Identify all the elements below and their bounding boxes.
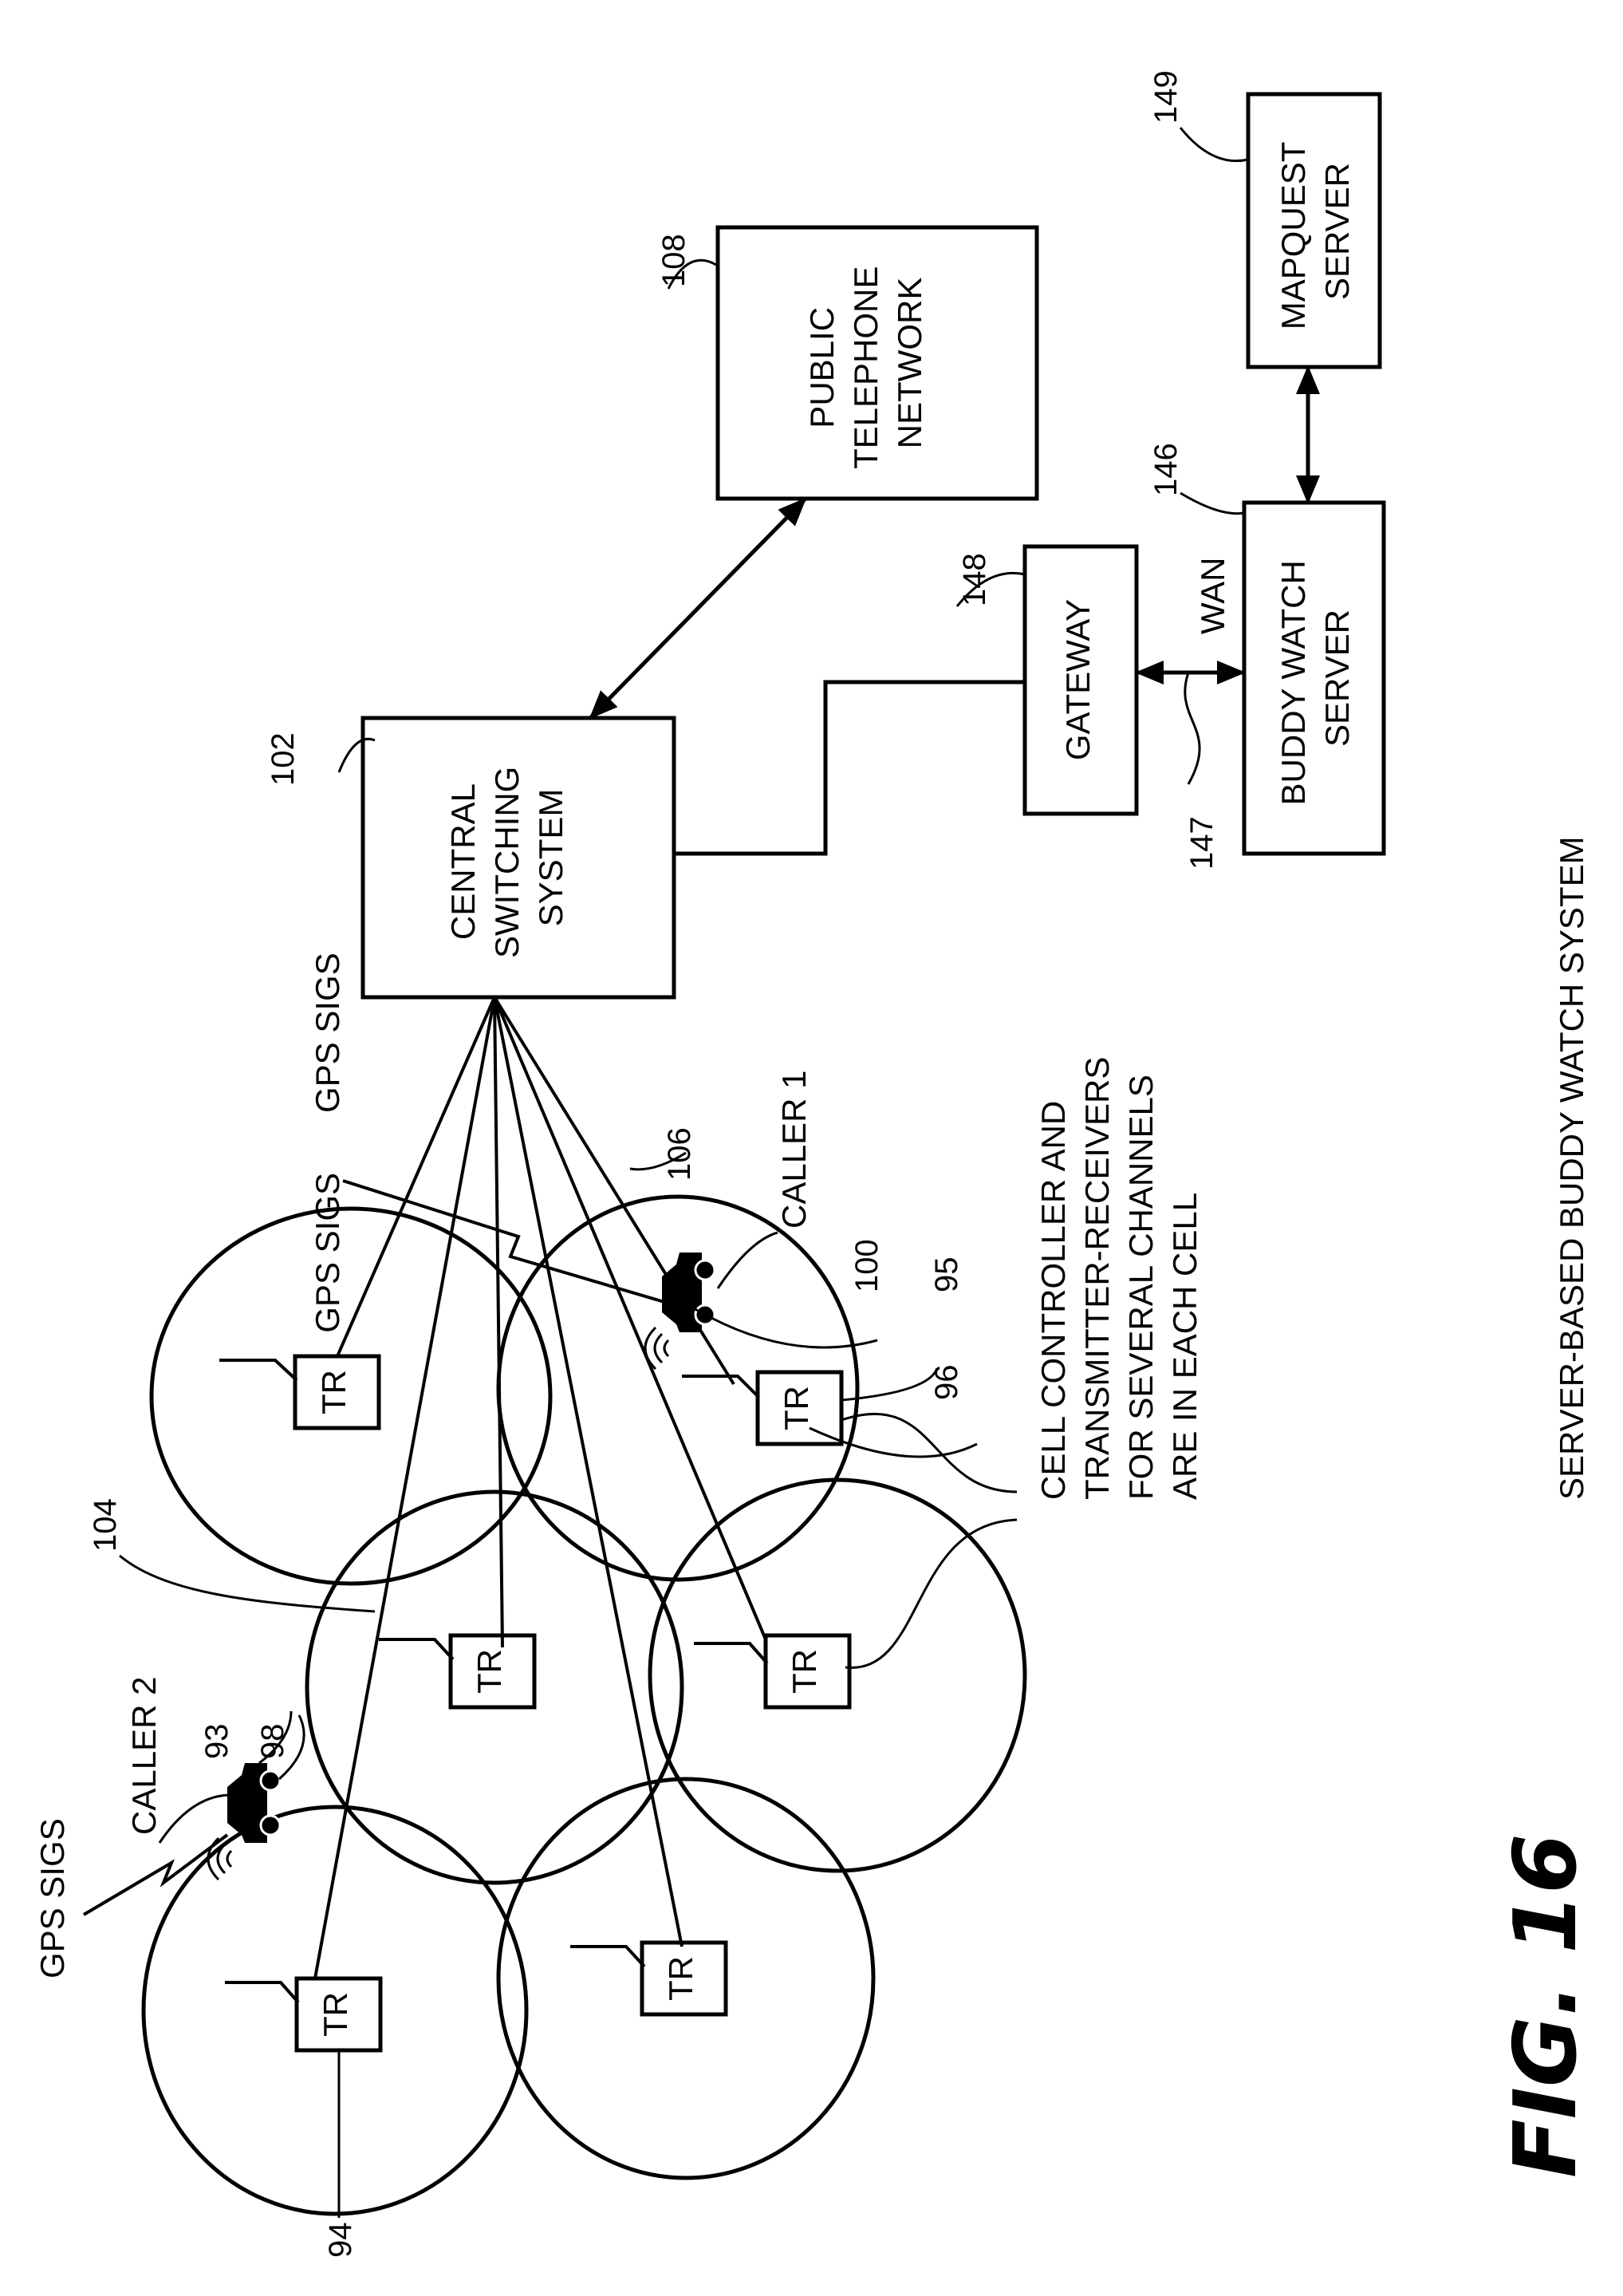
mapquest-line-2: SERVER bbox=[1318, 163, 1356, 300]
ref-96: 96 bbox=[929, 1365, 964, 1401]
cell-note-leaders bbox=[841, 1412, 1018, 1669]
wan-label: WAN bbox=[1194, 558, 1231, 634]
tr-unit: TR bbox=[763, 1633, 852, 1710]
central-switching-line-2: SWITCHING bbox=[488, 767, 526, 958]
caller-2-leaders bbox=[158, 1710, 305, 1844]
caller-1-label: CALLER 1 bbox=[775, 1071, 813, 1229]
tr-label: TR bbox=[662, 1956, 699, 2001]
gateway-label: GATEWAY bbox=[1059, 599, 1097, 760]
tr-unit: TR bbox=[448, 1633, 537, 1710]
central-switching-box: CENTRAL SWITCHING SYSTEM bbox=[360, 716, 676, 1000]
ref-148: 148 bbox=[957, 553, 992, 606]
cell-note-line-2: TRANSMITTER-RECEIVERS bbox=[1078, 1057, 1116, 1500]
buddy-watch-line-2: SERVER bbox=[1318, 610, 1356, 747]
tr-label: TR bbox=[471, 1649, 508, 1694]
tr-unit: TR bbox=[293, 1354, 381, 1430]
svg-text:BUDDY WATCH SERVER: BUDDY WATCH SERVER bbox=[1274, 551, 1356, 806]
mapquest-server-box: MAPQUEST SERVER bbox=[1246, 92, 1382, 369]
tr-unit: TR bbox=[294, 1976, 383, 2053]
caller-2-label: CALLER 2 bbox=[125, 1677, 163, 1835]
public-telephone-line-1: PUBLIC bbox=[803, 307, 841, 428]
gps-sigs-label-top: GPS SIGS bbox=[309, 953, 346, 1113]
central-switching-line-1: CENTRAL bbox=[444, 784, 482, 940]
link-central-gateway bbox=[674, 680, 1025, 856]
cell-circle-c bbox=[305, 1489, 684, 1885]
trunk-lines bbox=[313, 996, 767, 1979]
leader-149 bbox=[1179, 127, 1249, 163]
tr-unit: TR bbox=[640, 1940, 728, 2017]
ref-100: 100 bbox=[849, 1239, 884, 1292]
tr-label: TR bbox=[317, 1992, 354, 2037]
ref-102: 102 bbox=[266, 732, 301, 786]
car-caller-2 bbox=[227, 1763, 282, 1843]
ref-98: 98 bbox=[255, 1724, 290, 1760]
central-switching-line-3: SYSTEM bbox=[532, 789, 569, 927]
leader-146 bbox=[1180, 491, 1245, 515]
ref-leaders bbox=[119, 1151, 687, 2218]
buddy-watch-line-1: BUDDY WATCH bbox=[1274, 560, 1312, 805]
ref-147: 147 bbox=[1184, 816, 1219, 870]
figure-title: FIG. 16 bbox=[1496, 1833, 1596, 2178]
public-telephone-box: PUBLIC TELEPHONE NETWORK bbox=[715, 225, 1039, 501]
tr-label: TR bbox=[786, 1649, 823, 1694]
tr-label: TR bbox=[315, 1370, 353, 1414]
cell-note-line-4: ARE IN EACH CELL bbox=[1166, 1193, 1203, 1500]
cell-circle-d bbox=[648, 1477, 1027, 1873]
caller-1-leaders bbox=[693, 1231, 978, 1458]
ref-95: 95 bbox=[929, 1257, 964, 1293]
leader-102 bbox=[337, 738, 376, 773]
ref-93: 93 bbox=[199, 1724, 234, 1760]
antennas bbox=[219, 1359, 769, 2004]
car-caller-1 bbox=[662, 1253, 716, 1332]
tr-label: TR bbox=[778, 1386, 815, 1430]
mapquest-line-1: MAPQUEST bbox=[1274, 142, 1312, 329]
cell-circle-e bbox=[141, 1805, 529, 2216]
svg-text:PUBLIC TELEPHONE N: PUBLIC TELEPHONE NETWORK bbox=[803, 257, 928, 469]
ref-104: 104 bbox=[88, 1498, 123, 1552]
cell-note-line-1: CELL CONTROLLER AND bbox=[1034, 1101, 1072, 1500]
cell-circle-a bbox=[149, 1206, 553, 1586]
cell-honeycomb bbox=[141, 1194, 1027, 2216]
cell-note: CELL CONTROLLER AND TRANSMITTER-RECEIVER… bbox=[1034, 1047, 1203, 1500]
leader-108 bbox=[667, 258, 717, 290]
gps-sigs-label-mid: GPS SIGS bbox=[309, 1173, 346, 1333]
ref-94: 94 bbox=[323, 2223, 358, 2259]
gps-signal-lines bbox=[82, 1179, 687, 1916]
cell-note-line-3: FOR SEVERAL CHANNELS bbox=[1122, 1075, 1160, 1500]
cell-circle-f bbox=[496, 1777, 876, 2180]
signal-arcs-caller-2 bbox=[207, 1836, 233, 1881]
public-telephone-line-2: TELEPHONE bbox=[847, 266, 884, 469]
svg-text:CENTRAL SWITCHING: CENTRAL SWITCHING SYSTEM bbox=[444, 757, 569, 958]
gateway-box: GATEWAY bbox=[1022, 544, 1139, 816]
buddy-watch-server-box: BUDDY WATCH SERVER bbox=[1242, 500, 1386, 856]
ref-106: 106 bbox=[662, 1127, 697, 1181]
ref-146: 146 bbox=[1148, 443, 1184, 496]
public-telephone-line-3: NETWORK bbox=[891, 278, 928, 449]
tr-unit: TR bbox=[755, 1370, 844, 1446]
leader-148 bbox=[955, 571, 1026, 607]
signal-arcs-caller-1 bbox=[644, 1326, 670, 1371]
ref-108: 108 bbox=[656, 234, 691, 287]
figure-caption: SERVER-BASED BUDDY WATCH SYSTEM bbox=[1553, 836, 1590, 1500]
gps-sigs-label-left: GPS SIGS bbox=[33, 1818, 71, 1978]
leader-147 bbox=[1184, 672, 1201, 785]
link-central-public bbox=[589, 497, 807, 720]
ref-149: 149 bbox=[1148, 70, 1184, 124]
svg-text:MAPQUEST SERVER: MAPQUEST SERVER bbox=[1274, 133, 1356, 330]
